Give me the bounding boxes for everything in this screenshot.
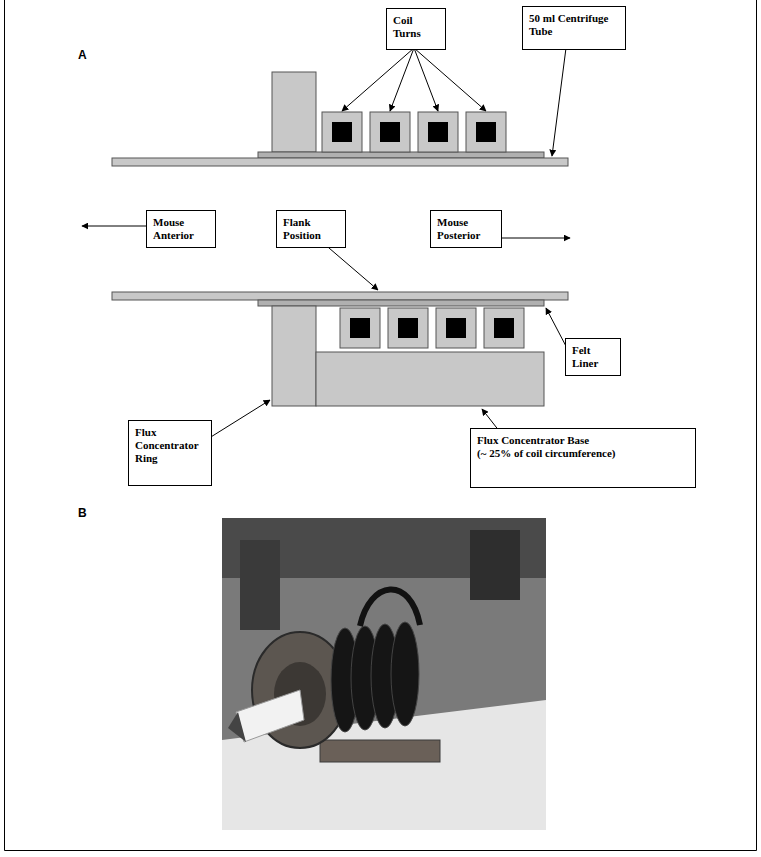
- callout-text: Mouse Posterior: [437, 216, 495, 242]
- felt-liner-top: [258, 152, 544, 158]
- figure-frame: [5, 0, 757, 851]
- leader-line: [322, 242, 378, 290]
- tube-wall: [112, 292, 568, 300]
- coil-wire: [380, 122, 400, 142]
- photo-object: [470, 530, 520, 600]
- coil-turn: [340, 308, 380, 348]
- tube-wall: [112, 158, 568, 166]
- direction-arrow: [498, 238, 570, 239]
- callout-text: (~ 25% of coil circumference): [477, 447, 689, 460]
- coil-wire: [446, 318, 466, 338]
- felt-liner-bottom: [258, 300, 544, 306]
- flux-base: [316, 352, 544, 406]
- flux-ring-bottom: [272, 306, 316, 406]
- callout-box: Flux Concentrator Ring: [128, 420, 212, 486]
- callout-text: Felt Liner: [572, 344, 614, 370]
- photo-lead-wire: [360, 589, 420, 626]
- callout-text: Mouse Anterior: [153, 216, 209, 242]
- coil-turn: [466, 112, 506, 152]
- leader-line: [206, 400, 270, 440]
- callout-box: 50 ml Centrifuge Tube: [522, 6, 626, 50]
- callout-box: Flank Position: [276, 210, 346, 248]
- panel-label: A: [78, 48, 87, 62]
- coil-wire: [350, 318, 370, 338]
- photo-coil-turn: [391, 622, 419, 726]
- coil-cross-section: [112, 72, 568, 406]
- callout-box: Mouse Posterior: [430, 210, 502, 248]
- coil-turn: [388, 308, 428, 348]
- callout-text: Flux Concentrator Ring: [135, 426, 205, 466]
- coil-turn: [322, 112, 362, 152]
- photo-tube: [236, 690, 304, 742]
- photo-background: [222, 518, 546, 830]
- coil-wire: [476, 122, 496, 142]
- leader-line: [342, 48, 414, 111]
- callout-box: Coil Turns: [386, 8, 446, 50]
- coil-turn: [370, 112, 410, 152]
- coil-turn: [484, 308, 524, 348]
- callout-text: Flank Position: [283, 216, 339, 242]
- coil-wire: [428, 122, 448, 142]
- leader-line: [414, 48, 438, 111]
- callout-text: Coil Turns: [393, 14, 439, 40]
- coil-turn: [436, 308, 476, 348]
- photo-object: [240, 540, 280, 630]
- panel-label: B: [78, 506, 87, 520]
- photo-flux-base: [320, 740, 440, 762]
- callout-text: 50 ml Centrifuge Tube: [529, 12, 619, 38]
- coil-wire: [398, 318, 418, 338]
- callout-box: Felt Liner: [565, 338, 621, 376]
- leader-lines: [82, 48, 570, 440]
- leader-line: [414, 48, 486, 111]
- coil-wire: [332, 122, 352, 142]
- leader-line: [552, 48, 566, 156]
- callout-box: Mouse Anterior: [146, 210, 216, 248]
- callout-text: Flux Concentrator Base: [477, 434, 689, 447]
- photo-tube-end: [228, 712, 246, 742]
- direction-arrow: [82, 226, 150, 227]
- coil-wire: [494, 318, 514, 338]
- photograph: [222, 518, 546, 830]
- leader-line: [390, 48, 414, 111]
- callout-box: Flux Concentrator Base(~ 25% of coil cir…: [470, 428, 696, 488]
- flux-ring-top: [272, 72, 316, 152]
- coil-turn: [418, 112, 458, 152]
